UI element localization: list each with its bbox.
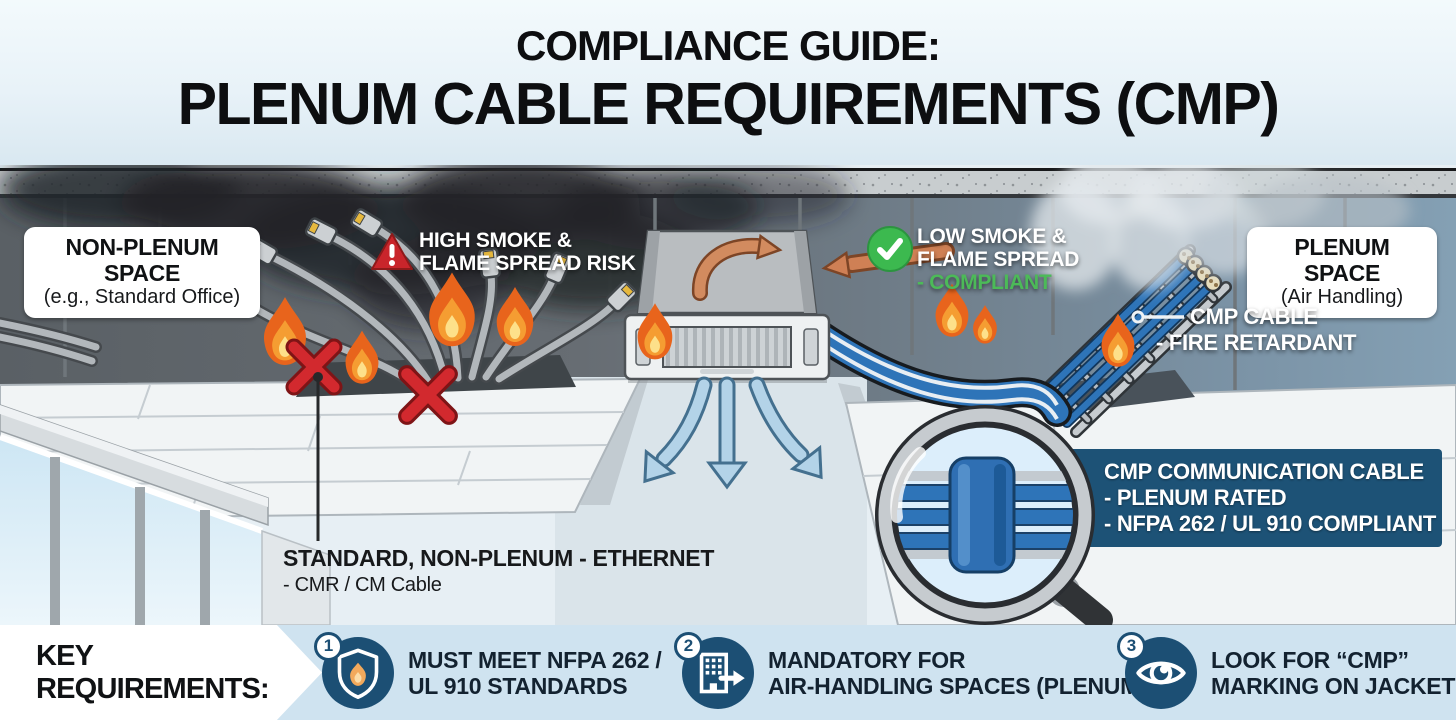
requirement-1-line1: MUST MEET NFPA 262 / <box>408 646 662 673</box>
standard-cable-label: STANDARD, NON-PLENUM - ETHERNET - CMR / … <box>283 545 714 597</box>
window-wall <box>0 404 331 625</box>
ceiling-cross-section-illustration <box>0 165 1456 625</box>
cmp-box-line1: CMP COMMUNICATION CABLE <box>1104 459 1424 484</box>
non-plenum-space-label: NON-PLENUM SPACE (e.g., Standard Office) <box>24 227 260 318</box>
check-circle-icon <box>867 226 913 272</box>
cmp-info-box-text: CMP COMMUNICATION CABLE - PLENUM RATED -… <box>1104 459 1436 537</box>
plenum-title: PLENUM SPACE <box>1294 234 1390 286</box>
cmp-info-box <box>1056 449 1442 547</box>
requirement-1-line2: UL 910 STANDARDS <box>408 672 628 699</box>
key-requirements-bar: KEY REQUIREMENTS: 1 MUST MEET NFPA 262 /… <box>0 625 1456 720</box>
cmp-box-line3: - NFPA 262 / UL 910 COMPLIANT <box>1104 511 1436 536</box>
plenum-subtitle: (Air Handling) <box>1280 286 1404 308</box>
supply-air-arrows <box>643 376 823 490</box>
standard-cable-callout <box>313 372 323 541</box>
requirement-2-number: 2 <box>674 631 703 661</box>
cmp-cable-line2: - FIRE RETARDANT <box>1156 330 1357 355</box>
requirement-1-number: 1 <box>314 631 343 661</box>
opening-wall-left <box>580 380 648 505</box>
header: COMPLIANCE GUIDE: PLENUM CABLE REQUIREME… <box>0 0 1456 165</box>
requirement-2-line2: AIR-HANDLING SPACES (PLENUMS) <box>768 672 1162 699</box>
requirement-item-1: 1 MUST MEET NFPA 262 / UL 910 STANDARDS <box>314 625 662 720</box>
airflow-arrow-curved <box>691 233 783 301</box>
requirement-item-2: 2 MANDATORY FOR AIR-HANDLING SPACE <box>674 625 1162 720</box>
key-requirements-heading: KEY REQUIREMENTS: <box>36 639 270 705</box>
page-title: PLENUM CABLE REQUIREMENTS (CMP) <box>177 71 1280 137</box>
standard-cable-line1: STANDARD, NON-PLENUM - ETHERNET <box>283 545 715 571</box>
cmp-box-line2: - PLENUM RATED <box>1104 485 1287 510</box>
cmp-cable-label: CMP CABLE - FIRE RETARDANT <box>1156 304 1356 356</box>
requirement-2-line1: MANDATORY FOR <box>768 646 966 673</box>
requirement-item-3: 3 LOOK FOR “CMP” MARKING ON JACKET <box>1117 625 1456 720</box>
cmp-cable-callout <box>1131 310 1184 324</box>
cmp-cable-closeup <box>897 456 1073 574</box>
cmp-cable-bundle <box>805 320 1072 427</box>
requirement-3-line1: LOOK FOR “CMP” <box>1211 646 1409 673</box>
cmp-cable-line1: CMP CABLE <box>1190 304 1318 329</box>
standard-cable-line2: - CMR / CM Cable <box>283 574 442 596</box>
non-plenum-title: NON-PLENUM SPACE <box>65 234 219 286</box>
plenum-space-label: PLENUM SPACE (Air Handling) <box>1247 227 1437 318</box>
magnifier-icon <box>875 405 1113 625</box>
non-plenum-subtitle: (e.g., Standard Office) <box>43 286 241 308</box>
high-risk-label: HIGH SMOKE & FLAME SPREAD RISK <box>419 229 636 275</box>
warning-triangle-icon <box>371 233 413 270</box>
compliant-line3: - COMPLIANT <box>917 271 1052 294</box>
compliant-line1: LOW SMOKE & <box>917 225 1067 248</box>
risk-line2: FLAME SPREAD RISK <box>419 252 636 275</box>
key-requirements-heading-chevron: KEY REQUIREMENTS: <box>0 625 322 720</box>
page-title-kicker: COMPLIANCE GUIDE: <box>516 22 941 69</box>
risk-line1: HIGH SMOKE & <box>419 229 572 252</box>
requirement-3-number: 3 <box>1117 631 1146 661</box>
compliant-line2: FLAME SPREAD <box>917 248 1080 271</box>
requirement-3-line2: MARKING ON JACKET <box>1211 672 1456 699</box>
compliant-label: LOW SMOKE & FLAME SPREAD - COMPLIANT <box>917 225 1079 294</box>
